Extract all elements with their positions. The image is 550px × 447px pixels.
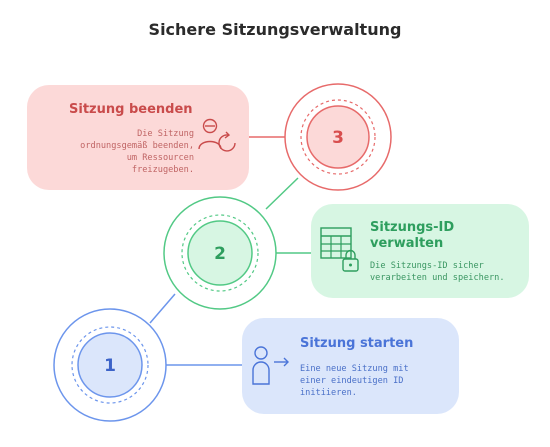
connector-1-to-2	[149, 293, 176, 324]
step-1-number: 1	[104, 356, 116, 376]
connector-2-to-3	[265, 177, 299, 210]
person-arrow-icon	[252, 346, 289, 385]
step-3-card: Sitzung beenden Die Sitzung ordnungsgemä…	[27, 85, 249, 190]
step-1-heading: Sitzung starten	[300, 336, 414, 351]
step-1-card: Sitzung starten Eine neue Sitzung mit ei…	[242, 318, 459, 414]
table-lock-icon	[320, 227, 359, 272]
step-3-circle: 3	[284, 83, 392, 191]
step-3-number: 3	[332, 128, 344, 148]
step-2-card: Sitzungs-ID verwalten Die Sitzungs-ID si…	[311, 204, 529, 298]
step-1-description: Eine neue Sitzung mit einer eindeutigen …	[300, 364, 409, 398]
step-2-number: 2	[214, 244, 226, 264]
step-3-heading: Sitzung beenden	[69, 102, 193, 117]
step-2-heading: Sitzungs-ID verwalten	[370, 220, 455, 251]
step-2-circle: 2	[163, 196, 277, 310]
diagram-title: Sichere Sitzungsverwaltung	[148, 20, 402, 39]
person-refresh-icon	[198, 118, 236, 152]
step-1-circle: 1	[53, 308, 167, 422]
step-2-description: Die Sitzungs-ID sicher verarbeiten und s…	[370, 261, 505, 283]
step-3-description: Die Sitzung ordnungsgemäß beenden, um Re…	[80, 129, 194, 175]
